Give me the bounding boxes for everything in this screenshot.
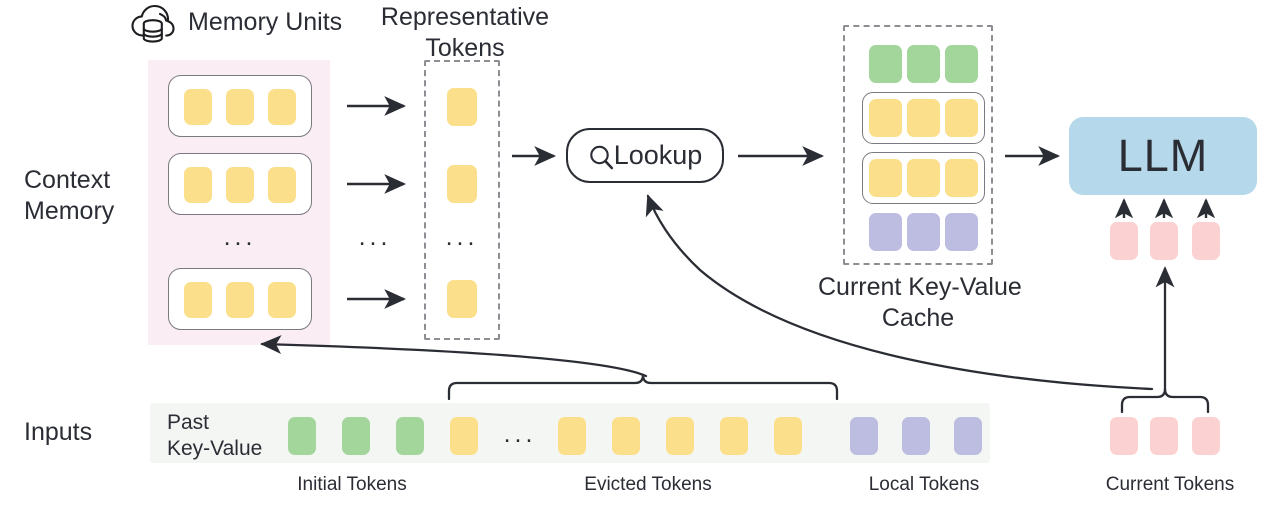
representative-tokens-header: Representative Tokens: [375, 2, 555, 64]
representative-token: [447, 165, 477, 203]
representative-tokens-ellipsis: ...: [445, 223, 479, 251]
current-token-chip: [1150, 222, 1178, 260]
input-token-current: [1110, 417, 1138, 455]
input-token-current: [1192, 417, 1220, 455]
input-token-initial: [342, 417, 370, 455]
lookup-button[interactable]: Lookup: [566, 128, 724, 183]
memory-token: [268, 89, 296, 125]
kv-cache-token: [945, 45, 978, 83]
kv-cache-token: [869, 45, 902, 83]
input-token-evicted: [612, 417, 640, 455]
input-token-current: [1150, 417, 1178, 455]
llm-block[interactable]: LLM: [1069, 117, 1257, 195]
current-tokens-to-llm-arrows: [1114, 198, 1216, 219]
input-token-initial: [288, 417, 316, 455]
current-kv-cache-caption-text: Current Key-Value Cache: [818, 273, 1022, 332]
current-token-chip: [1192, 222, 1220, 260]
memory-token: [226, 167, 254, 203]
input-tokens-ellipsis: ...: [503, 420, 537, 448]
memory-units-ellipsis: ...: [223, 223, 257, 251]
kv-cache-token: [869, 99, 902, 137]
kv-cache-token: [869, 213, 902, 251]
context-memory-row-label: Context Memory: [24, 165, 114, 227]
cloud-database-icon: [130, 2, 176, 46]
kv-cache-token: [945, 213, 978, 251]
caption-initial-tokens: Initial Tokens: [297, 474, 407, 495]
inputs-row-label: Inputs: [24, 418, 93, 446]
input-token-local: [954, 417, 982, 455]
memory-to-representative-arrow: [347, 96, 407, 309]
current-tokens-brace: [1120, 388, 1210, 414]
input-token-evicted: [558, 417, 586, 455]
past-key-value-label-text: Past Key-Value: [167, 411, 263, 461]
representative-token: [447, 280, 477, 318]
context-memory-row-label-text: Context Memory: [24, 166, 115, 225]
kv-cache-token: [945, 159, 978, 197]
past-key-value-label: Past Key-Value: [167, 410, 262, 462]
current-kv-cache-caption: Current Key-Value Cache: [818, 272, 1022, 334]
kv-cache-token: [869, 159, 902, 197]
memory-token: [226, 282, 254, 318]
llm-label: LLM: [1117, 130, 1209, 181]
input-token-evicted: [774, 417, 802, 455]
evicted-to-context-memory-arrow: [260, 335, 648, 378]
memory-token: [226, 89, 254, 125]
input-token-local: [850, 417, 878, 455]
input-token-evicted: [666, 417, 694, 455]
memory-token: [184, 167, 212, 203]
memory-arrows-ellipsis: ...: [358, 223, 392, 251]
lookup-label: Lookup: [613, 140, 703, 170]
memory-unit[interactable]: [168, 268, 312, 330]
representative-tokens-container: [424, 60, 500, 340]
input-token-evicted: [720, 417, 748, 455]
kv-cache-token: [907, 159, 940, 197]
search-icon: [588, 144, 615, 176]
memory-token: [268, 282, 296, 318]
input-token-initial: [396, 417, 424, 455]
representative-tokens-header-text: Representative Tokens: [380, 3, 550, 62]
caption-current-tokens: Current Tokens: [1105, 474, 1235, 495]
input-token-evicted: [450, 417, 478, 455]
evicted-tokens-brace: [447, 374, 839, 401]
caption-local-tokens: Local Tokens: [868, 474, 980, 495]
memory-token: [268, 167, 296, 203]
memory-token: [184, 282, 212, 318]
memory-token: [184, 89, 212, 125]
memory-unit[interactable]: [168, 75, 312, 137]
caption-evicted-tokens: Evicted Tokens: [584, 474, 712, 495]
memory-unit[interactable]: [168, 153, 312, 215]
kv-cache-token: [945, 99, 978, 137]
kv-cache-token: [907, 99, 940, 137]
current-token-chip: [1110, 222, 1138, 260]
kv-cache-token: [907, 45, 940, 83]
input-token-local: [902, 417, 930, 455]
representative-token: [447, 88, 477, 126]
kv-cache-token: [907, 213, 940, 251]
memory-units-header: Memory Units: [188, 8, 343, 36]
